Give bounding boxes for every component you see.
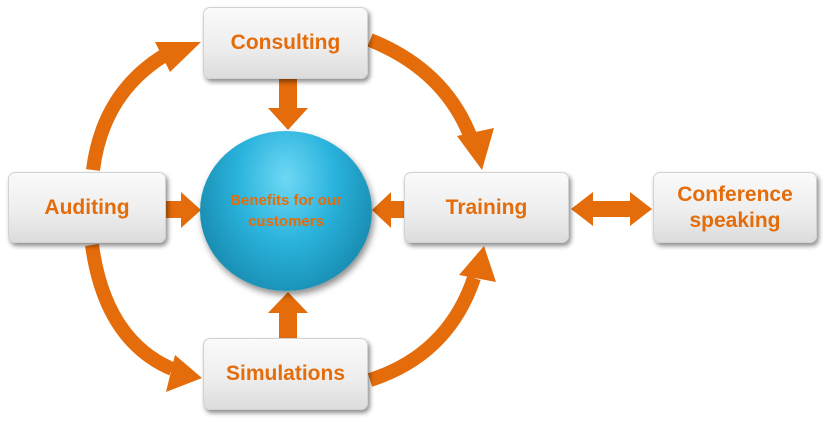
benefits-hub-circle: Benefits for our customers	[200, 131, 372, 291]
arrow-training-to-hub	[372, 192, 404, 228]
node-conference-speaking: Conference speaking	[653, 172, 817, 243]
arrow-consulting-to-training	[367, 33, 494, 170]
arrow-simulations-to-hub	[268, 292, 308, 338]
arrow-training-conference-double	[571, 192, 652, 226]
node-training: Training	[404, 172, 569, 243]
arrow-auditing-to-consulting	[86, 42, 201, 171]
arrow-auditing-to-simulations	[85, 244, 202, 392]
arrow-simulations-to-training	[367, 246, 496, 387]
arrow-consulting-to-hub	[268, 79, 308, 130]
hub-label: Benefits for our customers	[230, 192, 342, 230]
arrow-auditing-to-hub	[166, 192, 201, 228]
node-consulting: Consulting	[203, 7, 368, 79]
node-auditing: Auditing	[8, 172, 166, 243]
node-simulations: Simulations	[203, 338, 368, 410]
